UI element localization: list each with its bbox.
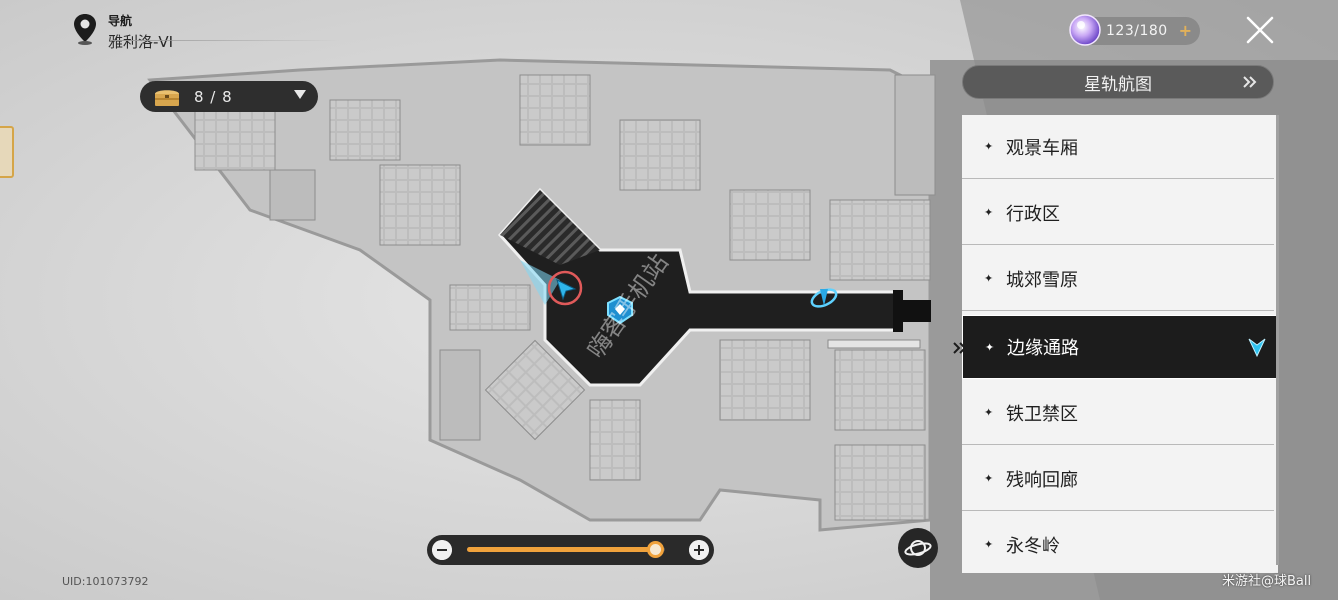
uid-label: UID:101073792 — [62, 575, 149, 588]
side-tab[interactable] — [0, 126, 14, 178]
zoom-slider-fill — [467, 547, 656, 552]
current-location-icon — [1248, 338, 1266, 358]
stamina-counter[interactable]: 123/180 + — [1069, 14, 1200, 46]
region-label: 铁卫禁区 — [1006, 403, 1078, 425]
add-stamina-button[interactable]: + — [1178, 21, 1192, 40]
zoom-in-button[interactable] — [689, 540, 709, 560]
space-anchor-icon[interactable] — [607, 295, 633, 325]
star-bullet-icon: ✦ — [984, 406, 994, 419]
treasure-chest-icon — [155, 89, 179, 106]
player-arrow-icon — [520, 260, 583, 306]
chest-count: 8 / 8 — [194, 87, 233, 106]
space-anchor-icon[interactable] — [809, 286, 838, 310]
navigation-label: 导航 — [108, 14, 133, 28]
region-item[interactable]: ✦ 铁卫禁区 — [962, 381, 1274, 445]
star-bullet-icon: ✦ — [984, 140, 994, 153]
planet-icon — [904, 540, 932, 556]
planet-button[interactable] — [898, 528, 938, 568]
star-bullet-icon: ✦ — [984, 472, 994, 485]
region-item[interactable]: ✦ 残响回廊 — [962, 447, 1274, 511]
star-bullet-icon: ✦ — [984, 538, 994, 551]
region-label: 观景车厢 — [1006, 137, 1078, 159]
map-buildings — [147, 58, 936, 532]
region-label: 城郊雪原 — [1006, 269, 1078, 291]
double-chevron-right-icon — [953, 342, 967, 354]
map-pin-icon — [74, 14, 96, 45]
current-area — [497, 187, 931, 387]
star-bullet-icon: ✦ — [984, 206, 994, 219]
star-rail-map-button[interactable]: 星轨航图 — [962, 65, 1274, 99]
watermark-credit: 米游社@球Ball — [1222, 574, 1312, 589]
location-name: 雅利洛-VI — [108, 33, 174, 51]
region-item[interactable]: ✦ 行政区 — [962, 181, 1274, 245]
star-bullet-icon: ✦ — [984, 272, 994, 285]
double-chevron-right-icon — [1243, 76, 1257, 88]
zoom-slider-thumb[interactable] — [647, 541, 665, 558]
region-item-active[interactable]: ✦ 边缘通路 — [962, 315, 1278, 379]
scrollbar[interactable] — [1276, 115, 1279, 565]
navigation-header: 导航 雅利洛-VI — [72, 12, 173, 52]
zoom-out-button[interactable] — [432, 540, 452, 560]
region-label: 永冬岭 — [1006, 535, 1060, 557]
chevron-down-icon — [294, 90, 306, 99]
chest-counter-dropdown[interactable]: 8 / 8 — [140, 81, 318, 112]
stamina-value: 123/180 — [1106, 23, 1168, 39]
divider — [110, 40, 342, 41]
star-bullet-icon: ✦ — [985, 340, 995, 354]
region-label: 边缘通路 — [1007, 338, 1079, 359]
zoom-slider[interactable] — [467, 541, 665, 558]
region-list[interactable]: ✦ 观景车厢 ✦ 行政区 ✦ 城郊雪原 ✦ 边缘通路 ✦ 铁卫禁区 ✦ 残响回廊… — [962, 115, 1278, 573]
region-item[interactable]: ✦ 城郊雪原 — [962, 247, 1274, 311]
region-label: 行政区 — [1006, 203, 1060, 225]
close-icon[interactable] — [1244, 14, 1276, 46]
trailblaze-power-orb-icon — [1069, 14, 1101, 46]
region-label: 残响回廊 — [1006, 469, 1078, 491]
panel-header-label: 星轨航图 — [1084, 74, 1152, 95]
region-item[interactable]: ✦ 观景车厢 — [962, 115, 1274, 179]
zoom-control — [427, 535, 714, 565]
region-item[interactable]: ✦ 永冬岭 — [962, 513, 1274, 573]
